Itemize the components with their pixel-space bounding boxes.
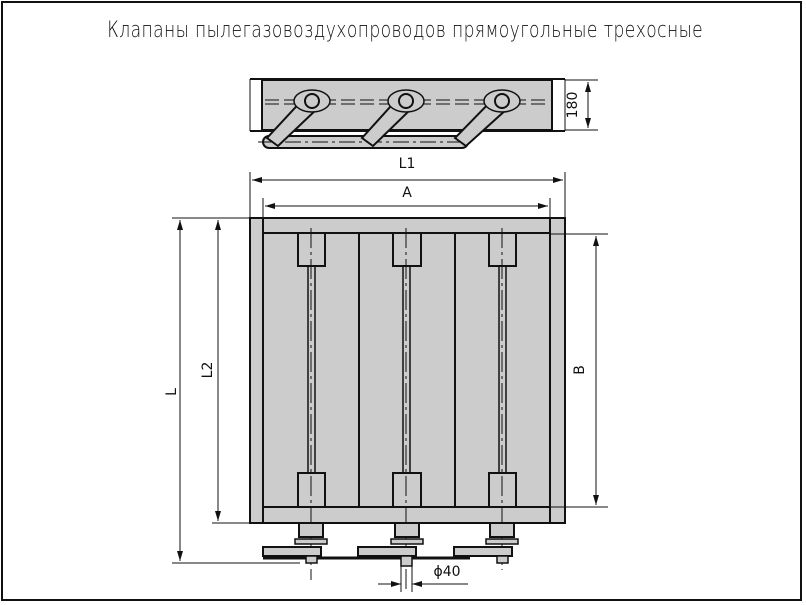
dim-180: 180 [565,92,581,119]
lever-arm-3 [453,89,521,148]
drawing-title: Клапаны пылегазовоздухопроводов прямоуго… [107,18,704,43]
dim-l: L [164,388,180,396]
lever-arm-1 [265,89,331,148]
front-view: ϕ40 [249,217,566,592]
drive-mechanism [262,522,519,567]
dim-a: A [402,185,412,201]
lever-arm-2 [360,89,425,148]
dimension-l1-a: L1 A [249,156,566,218]
dimension-l-l2: L L2 [164,217,300,564]
dimension-b: B [550,233,608,508]
shaft-3 [488,228,517,570]
dim-l1: L1 [399,156,416,172]
dim-b: B [572,365,588,375]
dim-l2: L2 [200,362,216,379]
dim-phi40: ϕ40 [433,564,460,580]
shaft-2 [392,228,422,590]
top-view: 180 [249,78,598,149]
shaft-1 [297,228,326,580]
